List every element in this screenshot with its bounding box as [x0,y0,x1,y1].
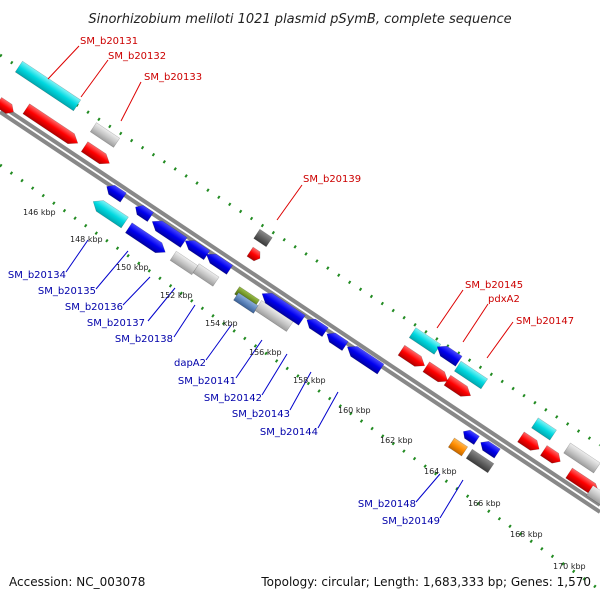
reverse-leader-line [65,239,89,273]
reverse-leader-line [205,323,233,361]
reverse-leader-line [95,250,129,290]
reverse-leader-line [289,371,312,411]
kbp-tick-label: 164 kbp [424,467,457,476]
kbp-tick-label: 160 kbp [338,406,371,415]
kbp-tick-label: 148 kbp [70,235,103,244]
gene-feature[interactable] [443,374,474,401]
gene-feature[interactable] [454,360,488,390]
reverse-leader-line [147,287,176,322]
gene-features [0,60,600,507]
reverse-leader-line [415,473,441,503]
gene-feature[interactable] [80,141,113,169]
gene-feature[interactable] [563,442,600,474]
kbp-tick-label: 146 kbp [23,208,56,217]
kbp-tick-label: 170 kbp [553,562,586,571]
leader-lines [47,45,514,519]
forward-gene-label[interactable]: SM_b20131 [80,36,138,47]
kbp-tick-label: 158 kbp [293,376,326,385]
gene-feature[interactable] [434,342,463,367]
gene-feature[interactable] [259,289,306,326]
gene-feature[interactable] [408,327,442,355]
gene-feature[interactable] [132,202,154,222]
forward-gene-label[interactable]: SM_b20145 [465,280,523,291]
kbp-tick-label: 162 kbp [380,436,413,445]
forward-leader-line [436,289,464,329]
gene-feature[interactable] [324,329,349,352]
gene-feature[interactable] [14,60,82,112]
forward-leader-line [120,81,142,122]
reverse-gene-label[interactable]: SM_b20135 [38,286,96,297]
reverse-gene-label[interactable]: SM_b20136 [65,302,123,313]
gene-feature[interactable] [540,445,563,466]
gene-feature[interactable] [90,196,129,229]
forward-gene-label[interactable]: SM_b20139 [303,174,361,185]
reverse-leader-line [235,339,263,379]
reverse-gene-label[interactable]: dapA2 [174,358,206,369]
inner-dotted-track [0,163,600,592]
gene-feature[interactable] [246,246,263,263]
gene-feature[interactable] [586,485,600,507]
kbp-ticks: 146 kbp 148 kbp 150 kbp 152 kbp 154 kbp 156 k… [23,208,586,571]
gene-feature[interactable] [461,427,480,445]
gene-feature[interactable] [0,97,17,116]
reverse-gene-label[interactable]: SM_b20141 [178,376,236,387]
gene-feature[interactable] [182,236,211,261]
forward-leader-line [486,321,514,359]
gene-feature[interactable] [125,222,168,257]
gene-feature[interactable] [169,250,199,276]
reverse-gene-label[interactable]: SM_b20148 [358,499,416,510]
kbp-tick-label: 152 kbp [160,291,193,300]
reverse-leader-line [122,276,151,306]
gene-feature[interactable] [465,448,495,474]
gene-feature[interactable] [517,431,543,454]
gene-feature[interactable] [104,182,127,203]
gene-feature[interactable] [89,122,121,148]
forward-gene-label[interactable]: SM_b20132 [108,51,166,62]
reverse-leader-line [261,353,288,396]
dotted-tracks [0,53,600,592]
accession-text: Accession: NC_003078 [9,575,145,589]
gene-labels: SM_b20131SM_b20132SM_b20133SM_b20139SM_b… [8,36,574,527]
gene-feature[interactable] [447,437,469,457]
gene-feature[interactable] [531,417,557,441]
forward-gene-label[interactable]: pdxA2 [488,294,520,305]
kbp-tick-label: 168 kbp [510,530,543,539]
forward-leader-line [276,184,303,221]
gene-feature[interactable] [397,344,428,371]
forward-gene-label[interactable]: SM_b20147 [516,316,574,327]
forward-leader-line [47,45,80,80]
gene-feature[interactable] [192,263,220,287]
gene-feature[interactable] [253,228,273,248]
map-title: Sinorhizobium meliloti 1021 plasmid pSym… [88,12,511,27]
gene-feature[interactable] [233,292,259,314]
reverse-leader-line [439,479,464,519]
gene-feature[interactable] [422,361,451,386]
reverse-leader-line [173,304,196,338]
reverse-leader-line [317,391,339,429]
backbone-outer-line [0,103,600,507]
gene-feature[interactable] [478,438,501,459]
forward-leader-line [462,303,489,343]
kbp-tick-label: 156 kbp [249,348,282,357]
outer-dotted-track [0,53,600,447]
reverse-gene-label[interactable]: SM_b20134 [8,270,66,281]
kbp-tick-label: 154 kbp [205,319,238,328]
forward-leader-line [80,59,109,98]
gene-feature[interactable] [149,216,188,248]
gene-feature[interactable] [344,342,385,375]
reverse-gene-label[interactable]: SM_b20142 [204,393,262,404]
reverse-gene-label[interactable]: SM_b20143 [232,409,290,420]
gene-feature[interactable] [203,250,234,275]
gene-feature[interactable] [304,315,329,338]
reverse-gene-label[interactable]: SM_b20149 [382,516,440,527]
forward-gene-label[interactable]: SM_b20133 [144,72,202,83]
kbp-tick-label: 150 kbp [116,263,149,272]
gene-feature[interactable] [22,103,81,148]
reverse-gene-label[interactable]: SM_b20138 [115,334,173,345]
topology-text: Topology: circular; Length: 1,683,333 bp… [260,575,591,589]
reverse-gene-label[interactable]: SM_b20137 [87,318,145,329]
reverse-gene-label[interactable]: SM_b20144 [260,427,318,438]
kbp-tick-label: 166 kbp [468,499,501,508]
